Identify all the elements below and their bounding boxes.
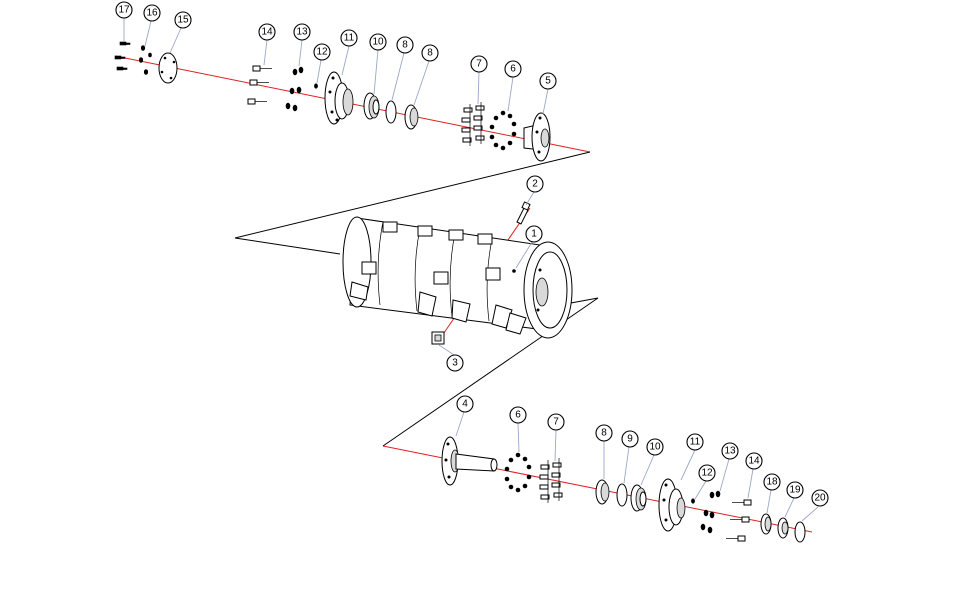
part-7-bolt-cluster-b [539,458,563,503]
callout-10-top: 10 [369,33,387,51]
svg-text:11: 11 [690,437,701,448]
top-row-parts [114,41,551,162]
svg-text:13: 13 [724,446,736,457]
part-14-bolts-b [726,499,752,542]
svg-text:19: 19 [789,485,801,496]
part-16-washers [138,45,152,75]
callout-4: 4 [456,395,474,413]
part-8-ring-c [595,479,610,505]
part-17-screws [114,41,131,71]
callout-3: 3 [446,354,464,372]
callout-18: 18 [763,473,781,491]
part-12-washer [314,83,318,89]
svg-text:15: 15 [177,15,189,26]
callout-10-bottom: 10 [646,438,664,456]
connector-top [234,151,591,255]
part-10-bearing-b [630,484,647,512]
callout-1: 1 [525,225,543,243]
callout-5: 5 [539,72,557,90]
callout-13-bottom: 13 [721,442,739,460]
callout-14-bottom: 14 [745,452,763,470]
svg-text:12: 12 [701,468,713,479]
svg-text:20: 20 [814,493,826,504]
svg-text:8: 8 [601,428,607,439]
svg-text:1: 1 [531,229,537,240]
part-6-dot-ring [489,110,517,151]
svg-text:3: 3 [452,358,458,369]
callout-8-bottom: 8 [595,424,613,442]
callout-6-bottom: 6 [509,406,527,424]
svg-text:2: 2 [532,179,538,190]
part-8-ring-b [404,104,419,130]
part-12-washer-b [691,498,695,504]
svg-text:8: 8 [402,40,408,51]
callout-19: 19 [786,481,804,499]
part-3-block [431,331,445,345]
leader-lines [123,18,819,522]
svg-text:10: 10 [372,37,384,48]
callout-15: 15 [174,11,192,29]
callout-11-top: 11 [340,29,358,47]
svg-text:8: 8 [427,48,433,59]
part-6-dot-ring-b [504,452,532,493]
part-2-pin [516,201,531,225]
part-8-ring-a [385,100,397,124]
callout-17: 17 [115,1,133,19]
callout-7-bottom: 7 [547,413,565,431]
callout-9: 9 [621,430,639,448]
connector-bottom [382,297,599,447]
part-5-shaft-hub [523,112,551,162]
part-1-drum-assembly [342,216,573,339]
callout-8-top-a: 8 [396,36,414,54]
svg-text:13: 13 [296,27,308,38]
callout-13-top: 13 [293,23,311,41]
svg-text:6: 6 [510,64,516,75]
svg-text:7: 7 [476,59,482,70]
svg-text:10: 10 [649,442,661,453]
callouts: 17 16 15 14 13 12 11 10 8 8 7 6 5 2 1 3 … [115,1,829,507]
callout-12-bottom: 12 [698,464,716,482]
svg-text:14: 14 [748,456,760,467]
svg-text:14: 14 [261,27,273,38]
svg-text:11: 11 [344,33,355,44]
part-11-flange-b [658,478,686,532]
svg-text:16: 16 [146,8,158,19]
callout-7-top: 7 [470,55,488,73]
part-11-flange [324,71,354,125]
callout-20: 20 [811,489,829,507]
svg-text:6: 6 [515,410,521,421]
part-13-nuts [285,66,304,112]
callout-11-bottom: 11 [686,433,704,451]
part-14-bolts [247,65,272,105]
svg-text:12: 12 [316,47,328,58]
callout-8-top-b: 8 [421,44,439,62]
part-13-nuts-b [700,490,721,534]
svg-text:18: 18 [766,477,778,488]
part-20-ring [794,521,806,543]
callout-12-top: 12 [313,43,331,61]
callout-14-top: 14 [258,23,276,41]
svg-text:7: 7 [553,417,559,428]
svg-text:9: 9 [627,434,633,445]
callout-6-top: 6 [504,60,522,78]
part-4-shaft [441,436,498,486]
part-9-ring [616,483,628,507]
svg-text:4: 4 [462,399,468,410]
part-18-seal [760,513,772,535]
part-19-seal [777,517,789,539]
part-15-gasket [158,52,178,84]
part-7-bolt-cluster [461,102,485,146]
part-10-bearing [363,92,380,120]
svg-text:5: 5 [545,76,551,87]
svg-text:17: 17 [118,5,130,16]
callout-2: 2 [526,175,544,193]
callout-16: 16 [143,4,161,22]
bottom-row-parts [441,436,806,543]
